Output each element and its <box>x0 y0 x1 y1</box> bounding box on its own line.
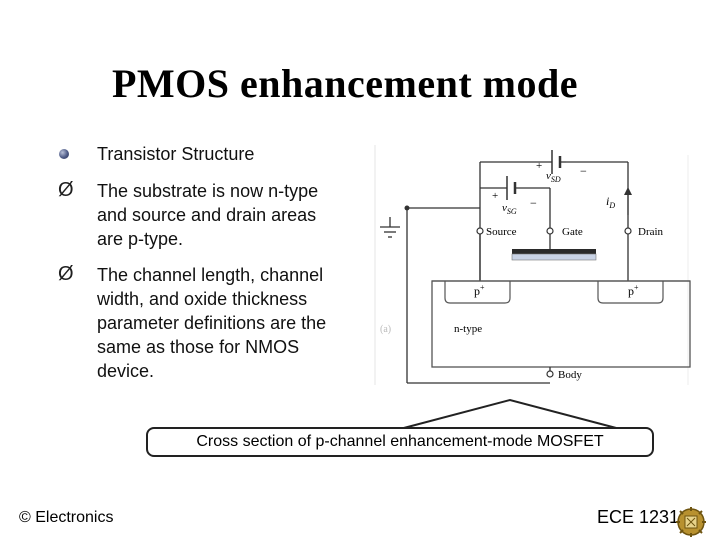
p-drain-label: p+ <box>628 283 639 298</box>
p-source-label: p+ <box>474 283 485 298</box>
gate-oxide <box>511 253 597 261</box>
vsg-label: vSG <box>502 202 517 216</box>
drain-label: Drain <box>638 226 664 238</box>
pmos-cross-section-diagram: + vSD − iD + vSG − Source Gate Drain p+ … <box>374 145 691 385</box>
gate-label: Gate <box>562 226 583 238</box>
bullet-text-2: The substrate is now n-type and source a… <box>97 181 319 249</box>
n-type-label: n-type <box>454 323 482 335</box>
bullet-text-1: Transistor Structure <box>97 144 255 164</box>
vsd-plus: + <box>536 160 542 172</box>
body-terminal <box>546 370 554 378</box>
bullet-dot-icon <box>59 149 69 159</box>
vsd-minus: − <box>580 164 587 178</box>
bullet-text-3: The channel length, channel width, and o… <box>97 265 327 381</box>
vsg-plus: + <box>492 190 498 202</box>
id-arrowhead-icon <box>624 187 632 195</box>
arrow-bullet-icon: Ø <box>58 179 74 201</box>
vsg-minus: − <box>530 196 537 210</box>
gate-metal <box>512 249 596 254</box>
source-label: Source <box>486 226 517 238</box>
arrow-bullet-icon: Ø <box>58 263 74 285</box>
body-label: Body <box>558 369 582 381</box>
slide-title: PMOS enhancement mode <box>111 61 578 106</box>
vsd-label: vSD <box>546 170 561 184</box>
p-drain-region <box>597 281 664 304</box>
p-source-region <box>444 281 511 304</box>
footer-left: © Electronics <box>19 509 114 526</box>
university-logo-icon <box>676 507 706 537</box>
footer-right: ECE 1231 <box>597 507 680 527</box>
id-label: iD <box>606 194 615 210</box>
figure-caption: Cross section of p-channel enhancement-m… <box>146 427 654 457</box>
bullet-list: Transistor Structure Ø The substrate is … <box>0 0 370 400</box>
panel-tag: (a) <box>380 324 391 335</box>
